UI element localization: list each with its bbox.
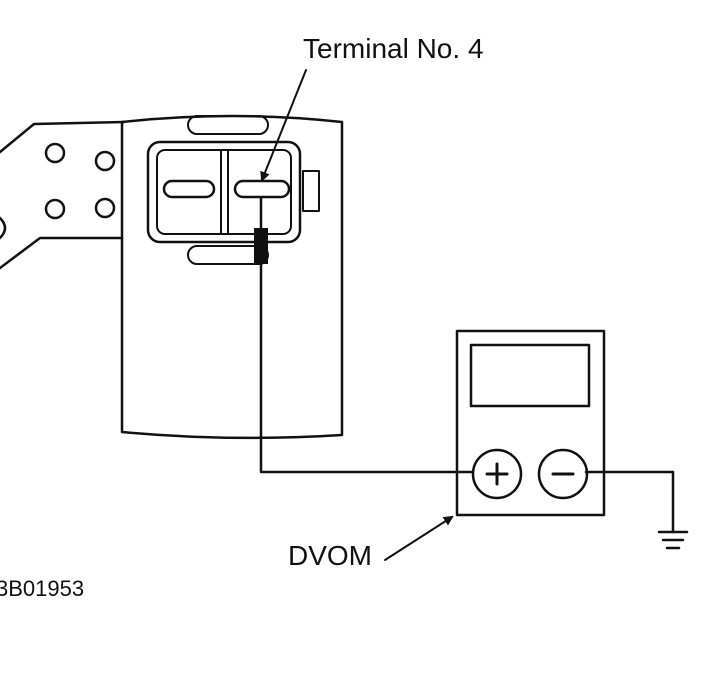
plus-icon <box>485 462 509 486</box>
connector <box>146 140 320 244</box>
positive-terminal <box>471 448 523 500</box>
negative-terminal <box>537 448 589 500</box>
probe-lead-wire <box>259 262 474 474</box>
module-body <box>120 114 344 440</box>
terminal-no4-label: Terminal No. 4 <box>303 33 484 64</box>
ground-lead-wire <box>584 470 675 534</box>
bracket-hole <box>94 150 116 172</box>
test-probe <box>254 196 268 264</box>
terminal-slot <box>162 179 216 199</box>
dvom-label: DVOM <box>288 540 372 571</box>
bracket-hole <box>94 197 116 219</box>
terminal-leader-arrow <box>260 69 307 182</box>
terminal-no4-slot <box>233 179 291 199</box>
dvom-display <box>469 343 591 408</box>
mounting-bracket <box>0 120 126 270</box>
bracket-hole <box>44 142 66 164</box>
dvom-leader-arrow <box>384 515 454 561</box>
figure-code: 3B01953 <box>0 576 85 601</box>
bracket-hole <box>44 198 66 220</box>
dvom-meter <box>455 329 606 517</box>
ground-icon <box>657 530 689 550</box>
